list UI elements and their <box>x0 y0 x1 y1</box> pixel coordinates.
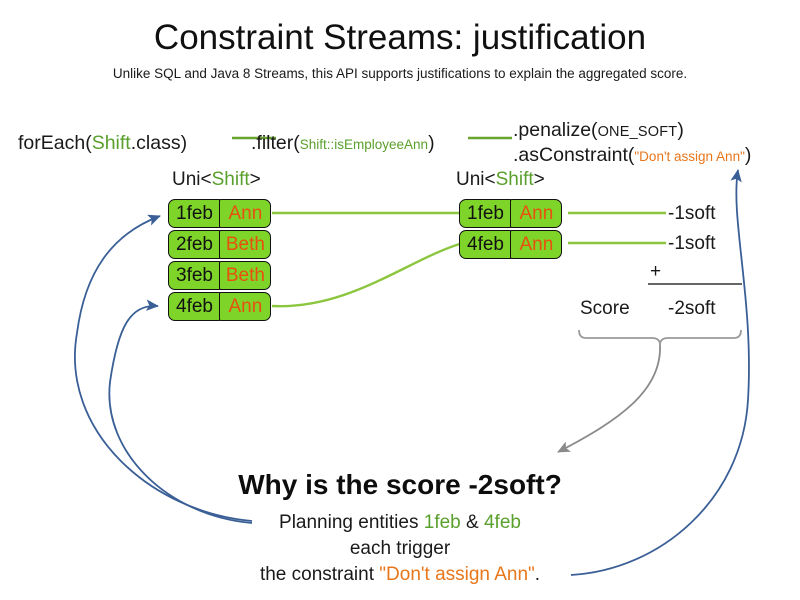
explanation-constraint-name: "Don't assign Ann" <box>379 564 535 585</box>
explanation-entity-b: 4feb <box>483 512 521 533</box>
code-filter-tail: ) <box>428 132 435 154</box>
sum-divider <box>648 283 742 285</box>
filtered-chip-employee: Ann <box>510 230 563 259</box>
shift-chip[interactable]: 1feb Ann <box>168 199 273 228</box>
explanation-line-1-amp: & <box>460 512 484 533</box>
shift-chip-date: 1feb <box>168 199 221 228</box>
shift-chip-employee: Ann <box>219 292 272 321</box>
stream-label-left-type: Shift <box>211 169 250 190</box>
stream-edge-4feb <box>271 241 464 308</box>
code-as-constraint-arg: "Don't assign Ann" <box>634 149 745 164</box>
code-foreach-type: Shift <box>91 132 131 154</box>
code-filter: .filter(Shift::isEmployeeAnn) <box>251 131 435 157</box>
score-impact-value: -1soft <box>668 203 716 224</box>
shift-chip-employee: Ann <box>219 199 272 228</box>
shift-chip-date: 2feb <box>168 230 221 259</box>
code-as-constraint-tail: ) <box>744 144 752 166</box>
stream-label-left-prefix: Uni< <box>172 169 212 190</box>
filtered-chip-date: 1feb <box>459 199 512 228</box>
code-foreach-method: forEach( <box>18 132 92 154</box>
shift-chip[interactable]: 4feb Ann <box>168 292 273 321</box>
shift-chip-employee: Beth <box>219 261 272 290</box>
explanation-line-2: each trigger <box>349 538 451 559</box>
explanation-line-3: the constraint "Don't assign Ann". <box>0 563 800 587</box>
explanation-entity-a: 1feb <box>423 512 461 533</box>
code-as-constraint: .asConstraint("Don't assign Ann") <box>513 143 751 169</box>
explanation-line-1: Planning entities 1feb & 4feb <box>0 511 800 535</box>
filtered-shift-chip[interactable]: 1feb Ann <box>459 199 564 228</box>
code-penalize-tail: ) <box>677 119 684 141</box>
shift-chip-date: 4feb <box>168 292 221 321</box>
explanation-line-1-prefix: Planning entities <box>279 512 424 533</box>
page-title: Constraint Streams: justification <box>153 18 647 57</box>
code-foreach: forEach(Shift.class) <box>18 131 187 156</box>
code-penalize: .penalize(ONE_SOFT) <box>513 118 684 145</box>
code-as-constraint-method: .asConstraint( <box>513 144 635 166</box>
score-brace <box>578 329 742 346</box>
shift-chip[interactable]: 2feb Beth <box>168 230 273 259</box>
explanation-heading: Why is the score -2soft? <box>238 469 562 500</box>
filtered-chip-employee: Ann <box>510 199 563 228</box>
score-impact-value: -1soft <box>668 233 716 254</box>
stream-label-right-prefix: Uni< <box>456 169 496 190</box>
code-foreach-tail: .class) <box>130 132 188 154</box>
stream-label-right: Uni<Shift> <box>456 168 545 192</box>
score-explanation-arrow <box>557 344 661 453</box>
page-subtitle: Unlike SQL and Java 8 Streams, this API … <box>112 66 688 81</box>
shift-chip[interactable]: 3feb Beth <box>168 261 273 290</box>
explanation-line-3-prefix: the constraint <box>259 564 380 585</box>
code-filter-arg: Shift::isEmployeeAnn <box>299 137 429 152</box>
filtered-shift-chip[interactable]: 4feb Ann <box>459 230 564 259</box>
shift-chip-employee: Beth <box>219 230 272 259</box>
explanation-line-3-suffix: . <box>534 564 541 585</box>
stream-label-right-type: Shift <box>495 169 534 190</box>
stream-label-left-suffix: > <box>249 169 261 190</box>
code-penalize-arg: ONE_SOFT <box>597 124 678 140</box>
filtered-chip-date: 4feb <box>459 230 512 259</box>
sum-operator: + <box>650 261 662 282</box>
code-filter-method: .filter( <box>251 132 300 154</box>
stream-label-left: Uni<Shift> <box>172 168 261 192</box>
score-total-value: -2soft <box>668 298 716 319</box>
score-label: Score <box>580 298 630 319</box>
code-penalize-method: .penalize( <box>513 119 598 141</box>
shift-chip-date: 3feb <box>168 261 221 290</box>
stream-label-right-suffix: > <box>533 169 545 190</box>
